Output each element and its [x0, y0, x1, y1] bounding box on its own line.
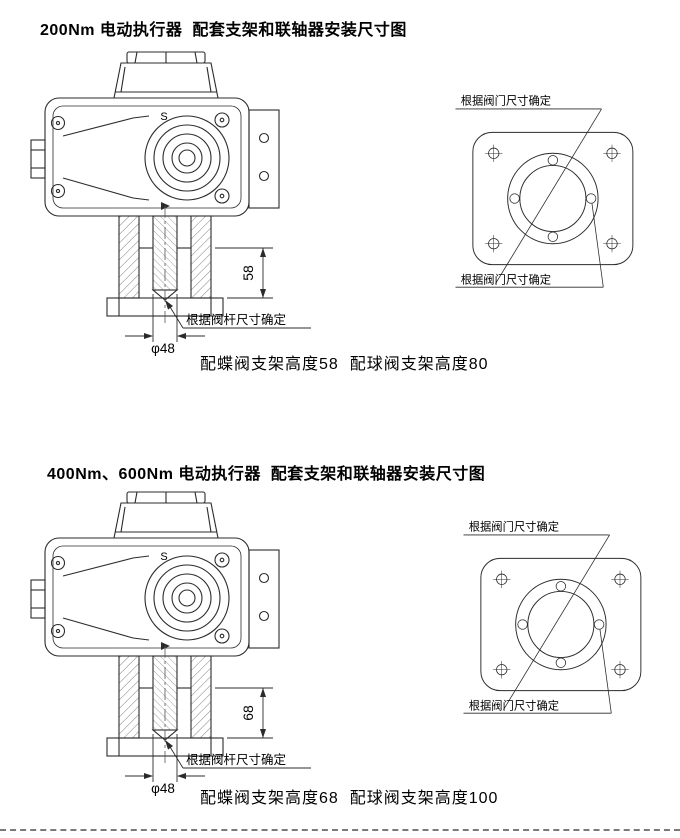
- motor-cap: [113, 62, 219, 99]
- bracket-wall-right: [190, 215, 212, 299]
- section1-caption: 配蝶阀支架高度58 配球阀支架高度80: [200, 356, 489, 373]
- leader-arrow-icon: [165, 740, 173, 750]
- s1-flange-top-view: 根据阀门尺寸确定 根据阀门尺寸确定: [455, 94, 634, 288]
- section1-title: 200Nm 电动执行器 配套支架和联轴器安装尺寸图: [40, 22, 407, 39]
- motor-cap: [113, 502, 219, 539]
- s2-actuator-side-view: S 68 根据阀杆尺寸确定 φ48: [30, 491, 311, 796]
- flange-bottom-note: 根据阀门尺寸确定: [469, 699, 559, 713]
- dial-mark: S: [160, 111, 167, 123]
- position-dial: [144, 115, 230, 201]
- bracket-height-value: 68: [240, 705, 256, 721]
- position-dial: [144, 555, 230, 641]
- flange-plate: [472, 131, 634, 266]
- dial-pointer-icon: [161, 642, 170, 650]
- dim-arrow-left-icon: [177, 773, 186, 779]
- flange-plate: [480, 557, 642, 692]
- section2-title: 400Nm、600Nm 电动执行器 配套支架和联轴器安装尺寸图: [47, 466, 486, 483]
- flange-top-note: 根据阀门尺寸确定: [461, 94, 551, 108]
- s1-actuator-side-view: S 58 根据阀杆尺寸确定 φ48: [30, 51, 311, 356]
- left-mounting-face: [30, 139, 46, 179]
- bracket-wall-left: [118, 655, 140, 739]
- flange-top-note: 根据阀门尺寸确定: [469, 520, 559, 534]
- dial-pointer-icon: [161, 202, 170, 210]
- dim-arrow-down-icon: [260, 729, 266, 738]
- dim-arrow-left-icon: [177, 333, 186, 339]
- dim-arrow-right-icon: [144, 333, 153, 339]
- section2-caption: 配蝶阀支架高度68 配球阀支架高度100: [200, 790, 499, 807]
- bracket-height-value: 58: [240, 265, 256, 281]
- bracket-wall-left: [118, 215, 140, 299]
- s1-flange-outline: [455, 108, 634, 288]
- stem-diameter-value: φ48: [151, 781, 175, 796]
- dim-arrow-up-icon: [260, 248, 266, 257]
- side-plate: [248, 549, 280, 649]
- s2-flange-outline: [463, 534, 642, 714]
- dim-arrow-right-icon: [144, 773, 153, 779]
- leader-arrow-icon: [165, 300, 173, 310]
- stem-note: 根据阀杆尺寸确定: [186, 752, 286, 767]
- side-plate: [248, 109, 280, 209]
- flange-bottom-note: 根据阀门尺寸确定: [461, 273, 551, 287]
- stem-note: 根据阀杆尺寸确定: [186, 312, 286, 327]
- page-divider-dashed: [0, 829, 680, 831]
- dim-arrow-down-icon: [260, 289, 266, 298]
- s2-flange-top-view: 根据阀门尺寸确定 根据阀门尺寸确定: [463, 520, 642, 714]
- dial-mark: S: [160, 551, 167, 563]
- dim-arrow-up-icon: [260, 688, 266, 697]
- left-mounting-face: [30, 579, 46, 619]
- s1-actuator-outline: [30, 51, 280, 317]
- bracket-wall-right: [190, 655, 212, 739]
- stem-diameter-value: φ48: [151, 341, 175, 356]
